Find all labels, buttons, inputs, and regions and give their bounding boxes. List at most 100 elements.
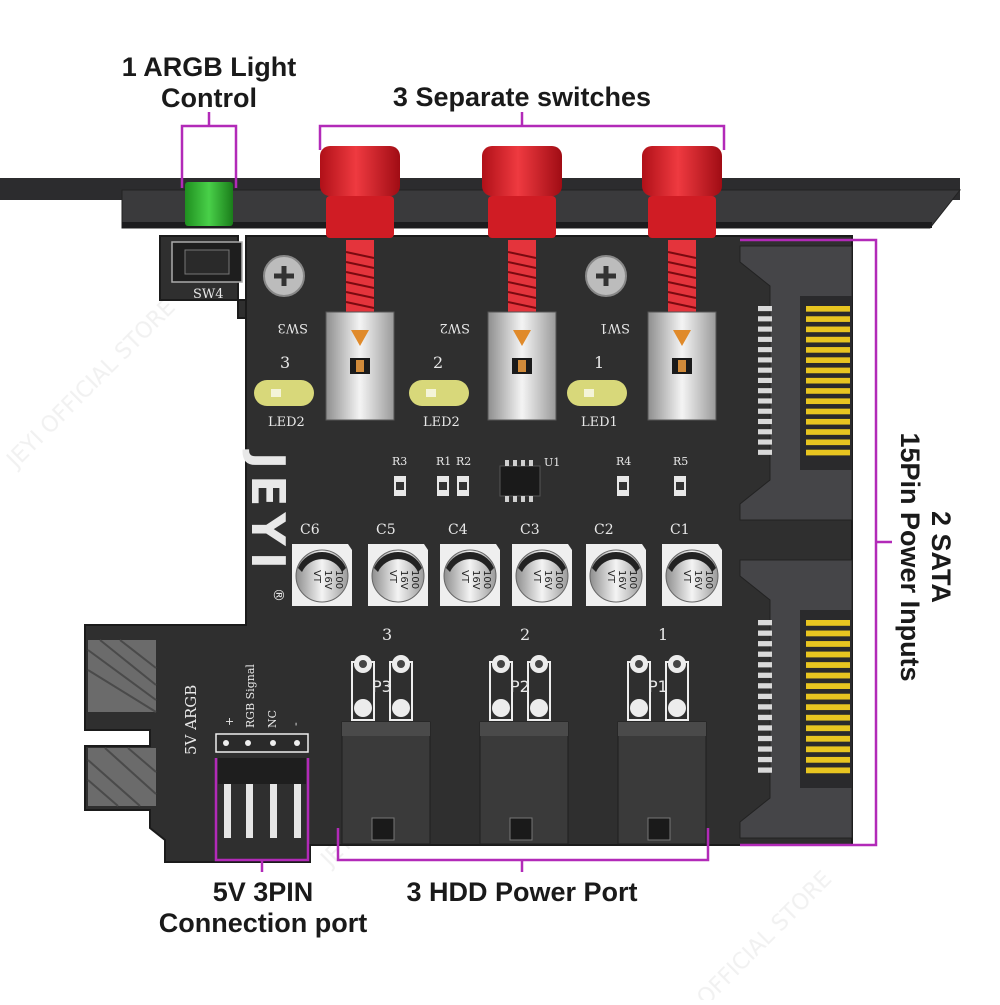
sata-solder-pin [758,306,772,312]
capacitor-label: C2 [594,522,614,538]
sata-solder-pin [758,725,772,731]
led-3: 3 LED2 [254,353,314,430]
header-pin-plus: + [223,717,236,726]
sata-contact [806,683,850,689]
sata-contact [806,316,850,322]
watermark-text: JEYI OFFICIAL STORE [658,867,837,1000]
port-number: 3 [382,625,392,644]
sata-solder-pin [758,367,772,373]
sata-contact [806,408,850,415]
argb-control-line2: Control [161,83,257,114]
capacitor-marking: 100 [333,570,344,589]
trademark: ® [270,588,286,602]
sata-contact [806,367,850,374]
sata-line1: 2 SATA [926,511,957,604]
push-switch[interactable]: SW1 [599,146,722,421]
spring-coil [507,261,537,269]
sata-power-connector[interactable] [739,245,853,521]
sata-contact [806,306,850,312]
switch-cap [642,146,722,196]
port-pin-hole [497,660,505,668]
sata-solder-pin [758,630,772,636]
spring-coil [507,271,537,279]
resistor-label: R2 [456,455,471,468]
port-housing-top [618,722,706,736]
brand-logo: JEYI ® [241,449,295,602]
resistor-label: R5 [673,455,688,468]
spring-coil [345,261,375,269]
capacitor-label: C4 [448,522,468,538]
capacitor-group: C610016VVTC510016VVTC410016VVTC310016VVT… [292,522,722,606]
port-latch [647,817,671,841]
sata-contact [806,651,850,658]
port-pin [668,699,686,717]
sata-power-group [739,245,853,839]
led-1: 1 LED1 [567,353,627,430]
capacitor-label: C3 [520,522,540,538]
push-switch[interactable]: SW3 [277,146,400,421]
switch-collar [326,196,394,238]
hdd-port-callout: 3 HDD Power Port [406,877,638,907]
sata-solder-pin [758,347,772,353]
capacitor-marking: 16V [322,570,333,590]
capacitor-label: C1 [670,522,690,538]
header-pin-signal: RGB Signal [244,664,257,728]
argb-header[interactable]: 5V ARGB + RGB Signal NC - [182,664,309,838]
capacitor-label: C6 [300,522,320,538]
capacitor-marking: 16V [542,570,553,590]
port-pin [392,699,410,717]
sata-contact [806,746,850,753]
hdd-power-port[interactable]: 3P3 [341,625,431,845]
annotation-brackets [180,112,892,872]
sata-contact [806,336,850,343]
led-2: 2 LED2 [409,353,469,430]
sata-contact [806,449,850,456]
port-housing-top [480,722,568,736]
channel-number: 1 [594,353,604,372]
capacitor-marking: 16V [616,570,627,590]
capacitor-marking: 100 [553,570,564,589]
brand-text: JEYI [241,449,295,575]
channel-number: 2 [433,353,443,372]
sata-solder-pin [758,429,772,435]
capacitor-marking: 100 [703,570,714,589]
sata-line2: 15Pin Power Inputs [895,432,925,682]
sata-contact [806,756,850,763]
sata-contact [806,662,850,668]
port-number: 2 [520,625,530,644]
switch-cap [320,146,400,196]
sata-contact [806,326,850,333]
pin-port-line2: Connection port [158,908,368,939]
spring-coil [667,251,697,259]
capacitor-polarity-mark [592,552,640,572]
sata-solder-pin [758,672,772,678]
switch-window-indicator [356,360,364,372]
port-label: P3 [372,677,392,696]
edge-connector [87,639,157,807]
port-latch [509,817,533,841]
sata-solder-pin [758,767,772,773]
spring-coil [507,251,537,259]
spring-coil [345,251,375,259]
resistor-label: R4 [616,455,631,468]
port-pin-hole [359,660,367,668]
pin-port-line1: 5V 3PIN [212,877,314,907]
ic-label: U1 [544,456,560,469]
push-switch[interactable]: SW2 [439,146,562,421]
hdd-power-port[interactable]: 2P2 [479,625,569,845]
hdd-power-port[interactable]: 1P1 [617,625,707,845]
sata-solder-pin [758,735,772,742]
sata-contact [806,725,850,732]
capacitor-polarity-mark [668,552,716,572]
sata-contact [806,347,850,353]
port-housing-top [342,722,430,736]
sata-solder-pin [758,756,772,763]
sata-solder-pin [758,683,772,689]
header-pin-nc: NC [266,710,279,728]
sata-power-connector[interactable] [739,559,853,839]
sata-contact [806,357,850,363]
argb-control-switch[interactable]: SW4 [171,182,243,302]
